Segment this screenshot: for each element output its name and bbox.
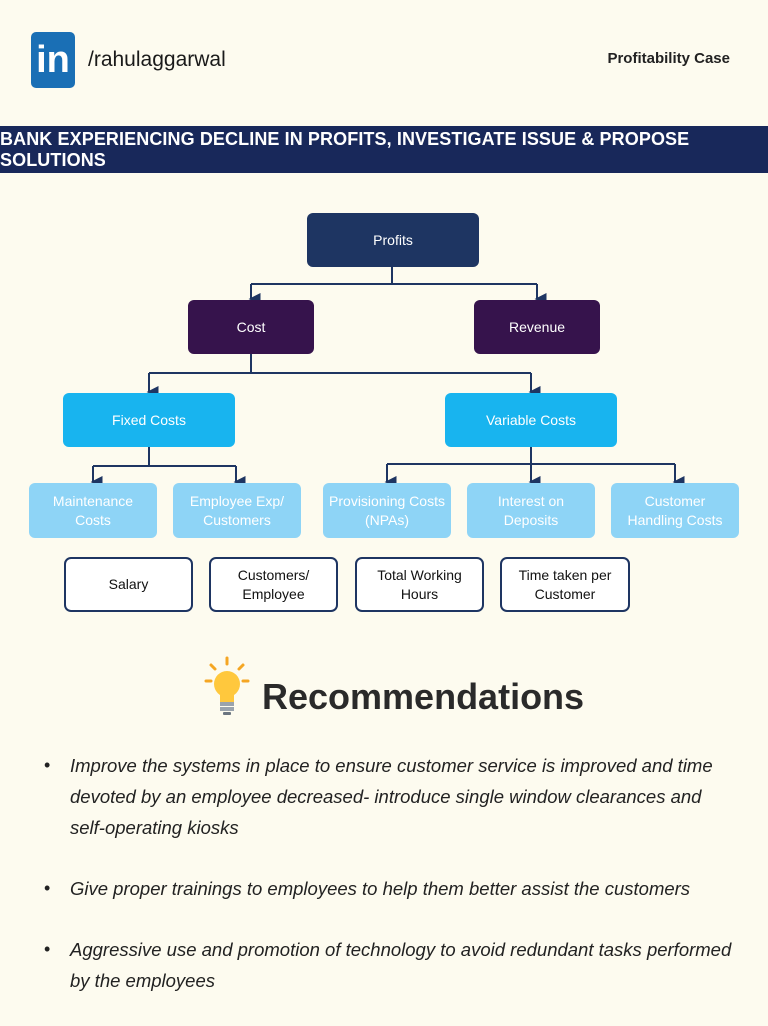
recommendations-title: Recommendations bbox=[262, 676, 585, 717]
case-label: Profitability Case bbox=[607, 50, 730, 67]
node-cost: Cost bbox=[188, 300, 314, 354]
header: in /rahulaggarwal Profitability Case bbox=[0, 0, 768, 120]
node-interest-on-deposits: Interest on Deposits bbox=[467, 483, 595, 538]
node-maintenance-costs: Maintenance Costs bbox=[29, 483, 157, 538]
node-customer-handling-costs: Customer Handling Costs bbox=[611, 483, 739, 538]
recommendation-item: • Give proper trainings to employees to … bbox=[44, 873, 734, 904]
title-banner: BANK EXPERIENCING DECLINE IN PROFITS, IN… bbox=[0, 126, 768, 173]
recommendations-list: • Improve the systems in place to ensure… bbox=[44, 750, 734, 1026]
node-time-per-customer: Time taken per Customer bbox=[500, 557, 630, 612]
recommendation-text: Improve the systems in place to ensure c… bbox=[70, 755, 713, 838]
profile-handle[interactable]: /rahulaggarwal bbox=[88, 48, 226, 71]
node-variable-costs: Variable Costs bbox=[445, 393, 617, 447]
connector-cost-children bbox=[149, 354, 531, 374]
node-employee-exp: Employee Exp/ Customers bbox=[173, 483, 301, 538]
linkedin-icon[interactable]: in bbox=[31, 32, 75, 88]
recommendation-text: Aggressive use and promotion of technolo… bbox=[70, 939, 732, 991]
recommendation-item: • Improve the systems in place to ensure… bbox=[44, 750, 734, 843]
connector-fixed-children bbox=[93, 447, 236, 467]
connector-profits bbox=[251, 267, 537, 285]
recommendation-text: Give proper trainings to employees to he… bbox=[70, 878, 691, 899]
node-revenue: Revenue bbox=[474, 300, 600, 354]
node-fixed-costs: Fixed Costs bbox=[63, 393, 235, 447]
bullet-marker: • bbox=[44, 939, 51, 959]
banner-title: BANK EXPERIENCING DECLINE IN PROFITS, IN… bbox=[0, 128, 690, 170]
lightbulb-icon bbox=[204, 656, 250, 715]
node-profits: Profits bbox=[307, 213, 479, 267]
node-total-working-hours: Total Working Hours bbox=[355, 557, 484, 612]
node-salary: Salary bbox=[64, 557, 193, 612]
connector-variable-children bbox=[387, 447, 675, 465]
node-customers-employee: Customers/ Employee bbox=[209, 557, 338, 612]
bullet-marker: • bbox=[44, 878, 51, 898]
bullet-marker: • bbox=[44, 755, 51, 775]
node-provisioning-costs: Provisioning Costs (NPAs) bbox=[323, 483, 451, 538]
recommendation-item: • Aggressive use and promotion of techno… bbox=[44, 934, 734, 996]
